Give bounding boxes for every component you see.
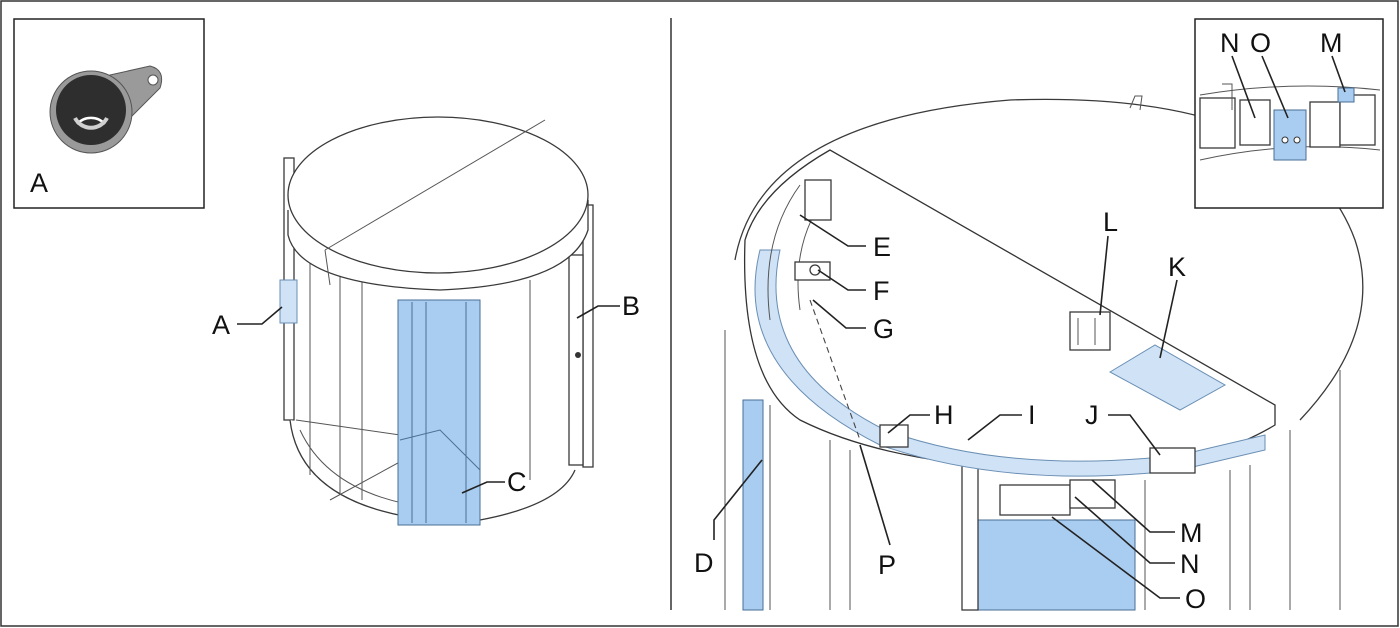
callout-j: J <box>1085 400 1099 430</box>
callout-n: N <box>1180 549 1200 579</box>
unit-k <box>1108 344 1227 411</box>
callout-e: E <box>873 232 891 262</box>
callout-k: K <box>1168 252 1186 282</box>
callout-b: B <box>622 291 640 321</box>
callout-c: C <box>507 467 527 497</box>
right-panel: N O M E F G H I J L K D P M N O <box>694 18 1384 614</box>
inset-nom: N O M <box>1194 18 1384 209</box>
unit-l <box>1069 311 1111 351</box>
callout-p: P <box>878 550 896 580</box>
callout-m: M <box>1180 518 1203 548</box>
inset-callout-o: O <box>1250 28 1271 58</box>
callout-l: L <box>1103 207 1118 237</box>
side-post-highlight <box>742 399 764 611</box>
left-panel: A <box>13 18 640 526</box>
inset-callout-m: M <box>1320 28 1343 58</box>
callout-d: D <box>694 548 714 578</box>
key-switch-highlight <box>279 279 298 324</box>
inset-a: A <box>13 18 205 209</box>
callout-i: I <box>1028 400 1036 430</box>
revolving-door-overview <box>279 116 594 526</box>
callout-g: G <box>873 314 894 344</box>
callout-a: A <box>212 310 230 340</box>
belt <box>809 299 861 441</box>
door-wing-highlight-right <box>974 519 1136 611</box>
callout-o: O <box>1185 584 1206 614</box>
inset-a-label: A <box>30 168 48 198</box>
drive-track <box>754 249 1266 477</box>
inset-callout-n: N <box>1220 28 1240 58</box>
callout-h: H <box>934 400 954 430</box>
callout-f: F <box>873 276 890 306</box>
